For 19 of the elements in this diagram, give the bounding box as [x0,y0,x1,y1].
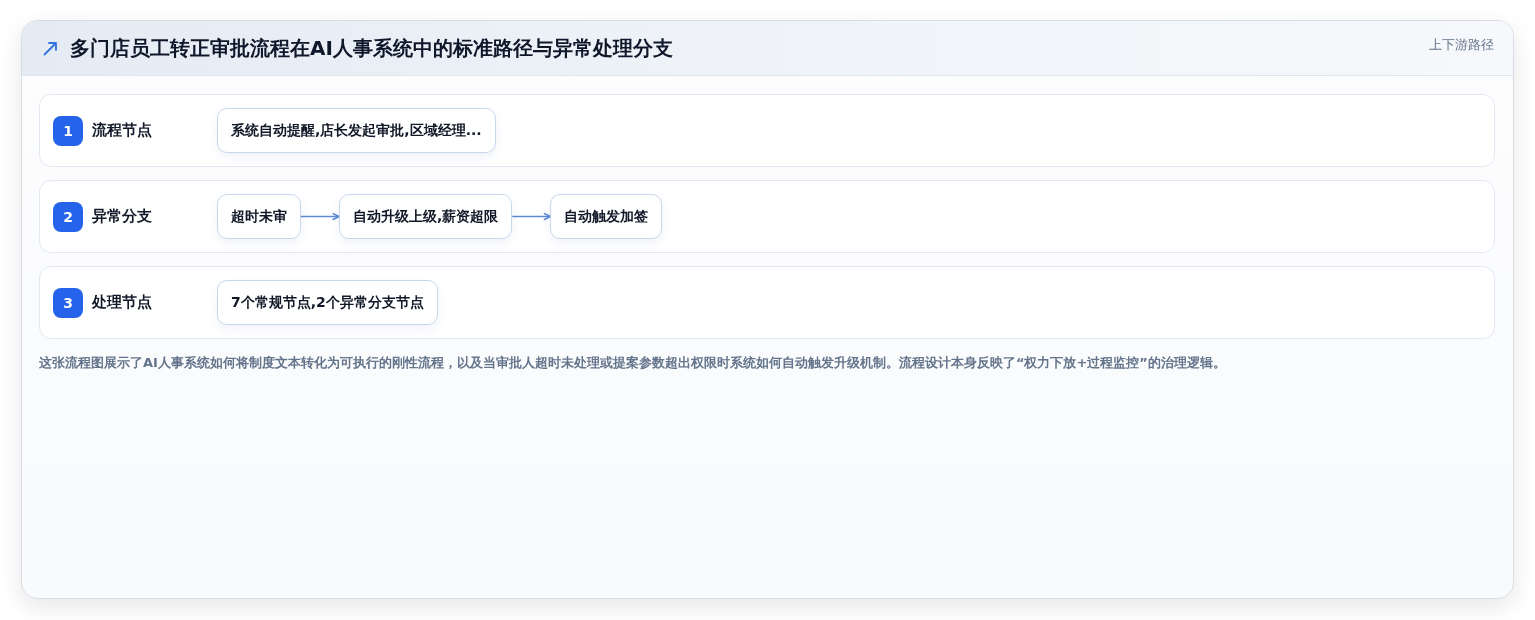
step-number-badge: 3 [53,287,83,318]
step-number-badge: 2 [53,201,83,232]
arrow [300,212,340,221]
row-panel [39,266,1495,339]
process-box: 7个常规节点,2个异常分支节点 [217,280,438,325]
row-panel [39,94,1495,167]
step-number-badge: 1 [53,115,83,146]
row-panel [39,180,1495,253]
process-box: 超时未审 [217,194,301,239]
caption-text: 这张流程图展示了AI人事系统如何将制度文本转化为可执行的刚性流程，以及当审批人超时未处理或提案参数超出权限时系统如何自动触发升级机制。流程设计本身反映了“权力下放+过程监控”的治理逻辑。 [39,354,1226,372]
process-box: 系统自动提醒,店长发起审批,区域经理... [217,108,496,153]
row-label: 流程节点 [92,121,153,140]
arrow [511,212,552,221]
row-label: 异常分支 [92,207,153,226]
process-box: 自动触发加签 [550,194,663,239]
title-text: 多门店员工转正审批流程在AI人事系统中的标准路径与异常处理分支 [70,35,673,62]
header-note: 上下游路径 [1429,36,1494,54]
row-label: 处理节点 [92,293,153,312]
process-box: 自动升级上级,薪资超限 [339,194,513,239]
